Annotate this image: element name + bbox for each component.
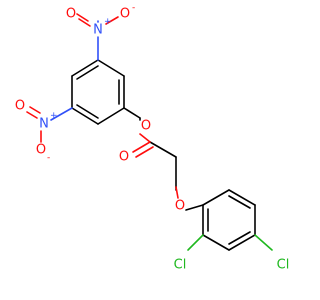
atom-label-cl-left: Cl xyxy=(174,258,187,273)
ester-linkage xyxy=(123,107,177,191)
atom-label-o-top-left: O xyxy=(66,7,76,22)
dichlorophenyl-ring xyxy=(185,189,273,251)
atom-label-o-ether: O xyxy=(175,199,185,214)
atom-label-o-top-right: O xyxy=(120,7,130,22)
atom-label-o-left-upper: O xyxy=(15,99,25,114)
nitro-group-left xyxy=(26,106,73,143)
molecule-structure: N + O - O N + O O - O O O Cl Cl xyxy=(15,3,290,273)
charge-o-top: - xyxy=(132,3,135,13)
nitro-group-top xyxy=(76,13,119,61)
atom-label-o-carbonyl: O xyxy=(119,150,129,165)
charge-o-left: - xyxy=(47,153,50,163)
atom-label-n-top: N xyxy=(93,23,103,38)
charge-n-left: + xyxy=(50,111,58,121)
atom-label-o-left-lower: O xyxy=(36,143,46,158)
atom-label-n-left: N xyxy=(39,117,49,132)
atom-label-o-ester: O xyxy=(141,119,151,134)
dinitrophenyl-ring xyxy=(71,59,125,125)
ether-oxygen-bond xyxy=(175,186,179,199)
atom-label-cl-right: Cl xyxy=(277,258,290,273)
charge-n-top: + xyxy=(104,17,112,27)
